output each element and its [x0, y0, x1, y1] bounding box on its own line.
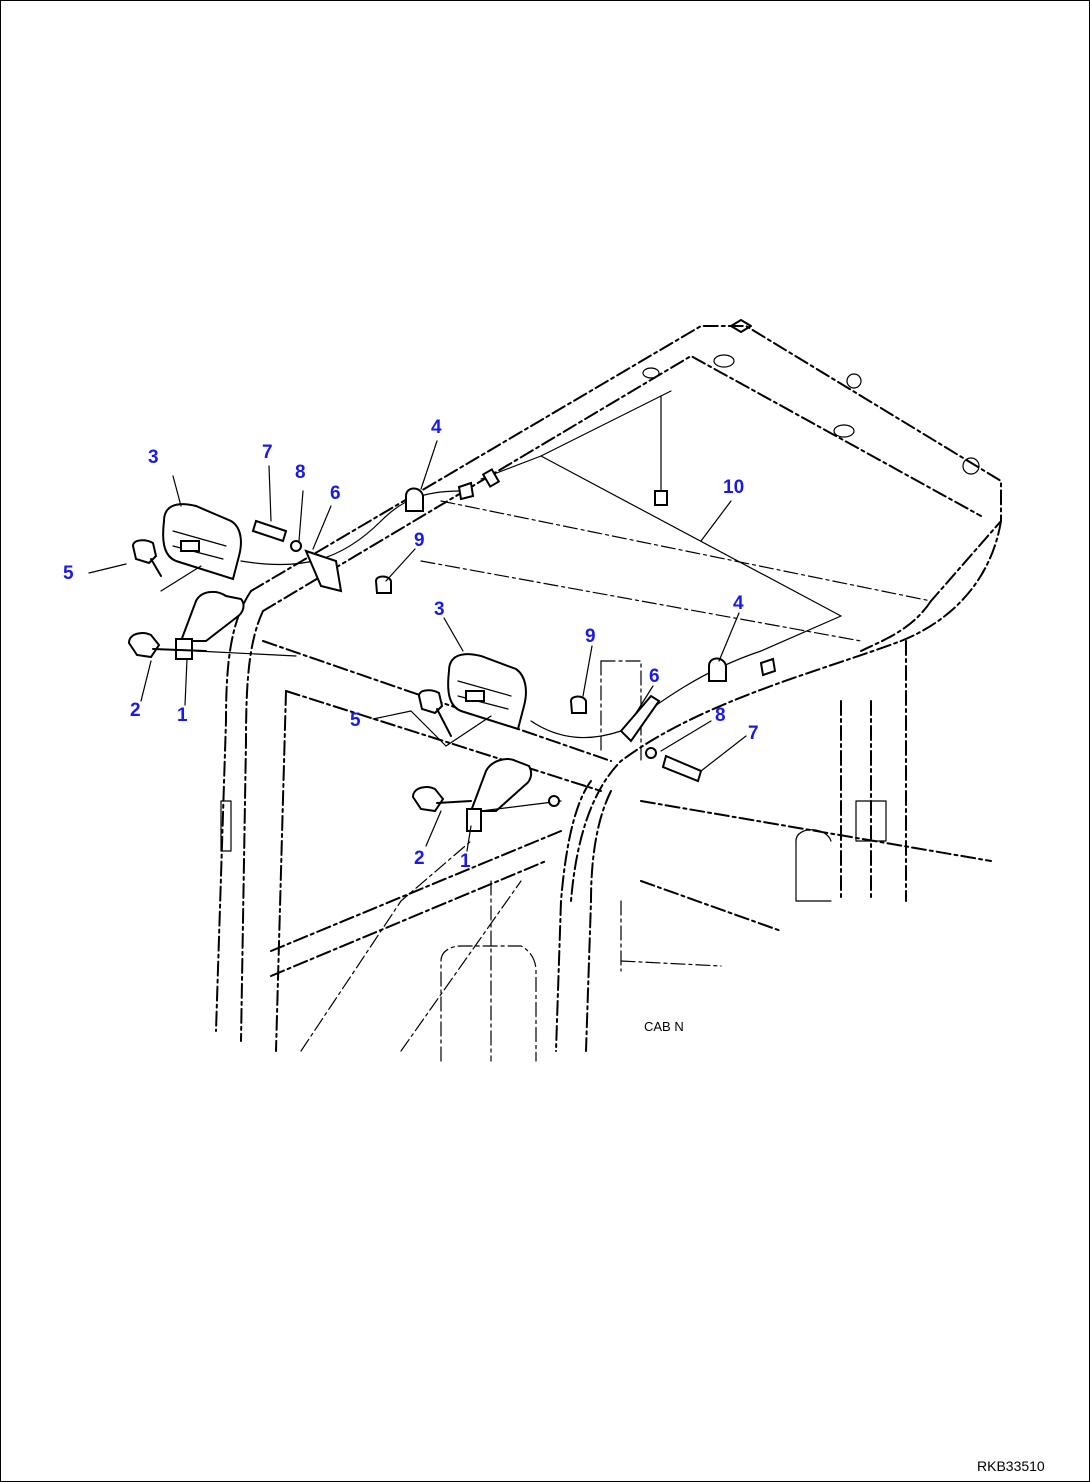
- callout-2-right: 2: [414, 848, 425, 869]
- callout-6-right: 6: [649, 666, 660, 687]
- callout-5-right: 5: [350, 710, 361, 731]
- callout-1-right: 1: [460, 851, 471, 872]
- right-lamp-mount: [569, 657, 777, 783]
- callout-labels: 3 7 8 6 4 10 5 9 2 1 3 9 4 6 5 8 7 2 1: [63, 417, 759, 872]
- left-lamp-mount: [251, 481, 475, 594]
- callout-2-left: 2: [130, 700, 141, 721]
- callout-10: 10: [723, 477, 744, 498]
- left-work-lamp-assembly: [127, 503, 297, 660]
- cab-frame: [215, 520, 1002, 1062]
- callout-4-left: 4: [431, 417, 442, 438]
- callout-5-left: 5: [63, 563, 74, 584]
- cab-label: CAB N: [644, 1019, 684, 1034]
- callout-7-left: 7: [262, 442, 273, 463]
- callout-3-left: 3: [148, 447, 159, 468]
- callout-8-left: 8: [295, 462, 306, 483]
- callout-3-right: 3: [434, 599, 445, 620]
- leader-lines: [88, 440, 747, 852]
- callout-7-right: 7: [748, 723, 759, 744]
- callout-4-right: 4: [733, 593, 744, 614]
- figure-id: RKB33510: [977, 1458, 1045, 1474]
- right-work-lamp-assembly: [411, 653, 562, 832]
- cab-roof: [250, 319, 1002, 642]
- callout-6-left: 6: [330, 483, 341, 504]
- callout-1-left: 1: [177, 705, 188, 726]
- callout-9-right: 9: [585, 626, 596, 647]
- callout-8-right: 8: [715, 705, 726, 726]
- callout-9-left: 9: [414, 530, 425, 551]
